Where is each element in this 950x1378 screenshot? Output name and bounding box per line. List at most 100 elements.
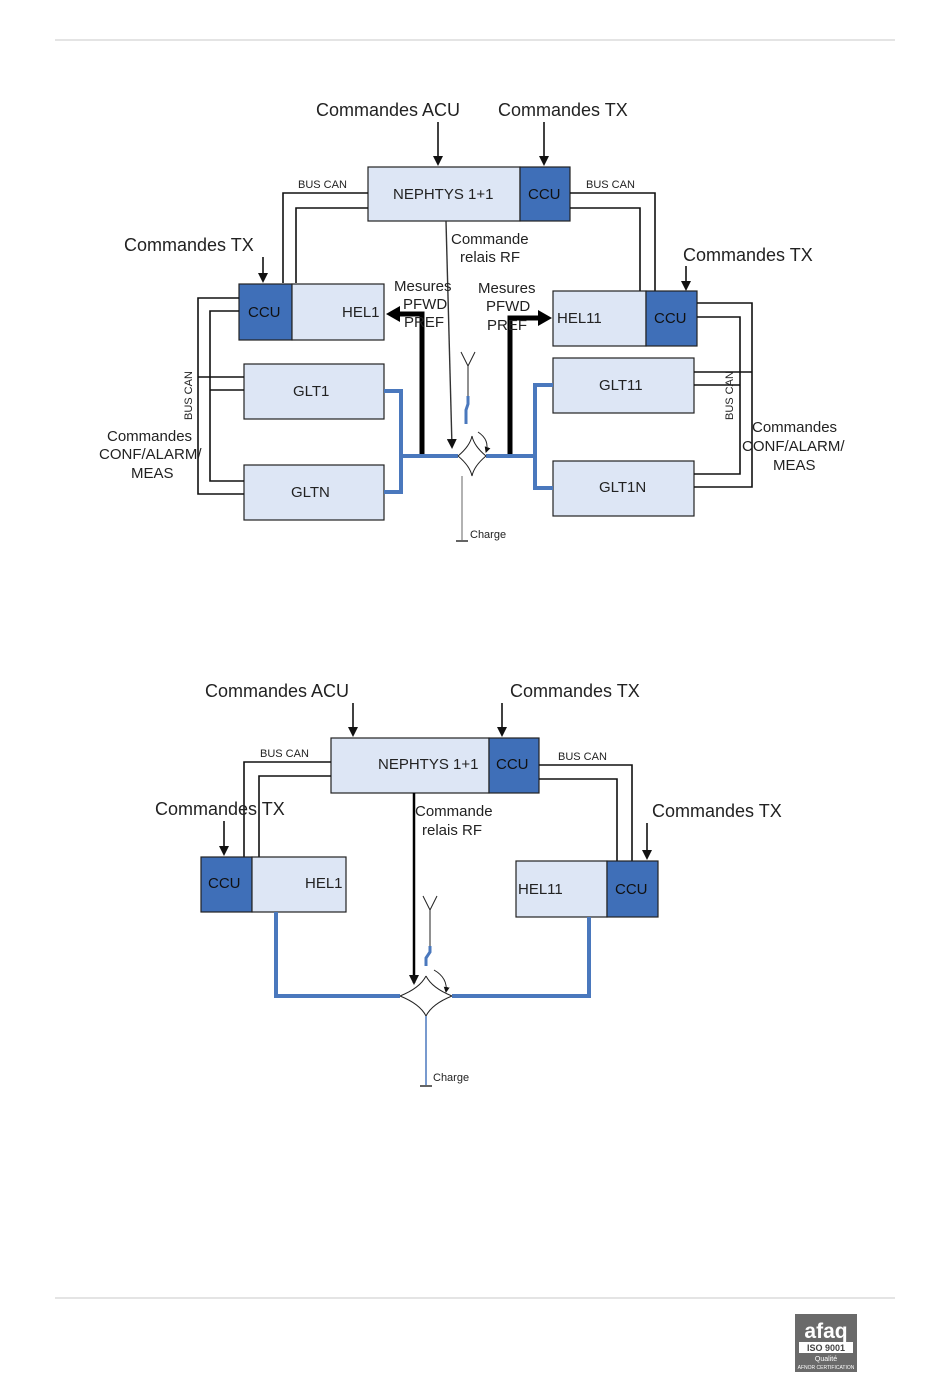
d1-mesures-left-l1: Mesures [394, 278, 452, 295]
d1-nephtys-label: NEPHTYS 1+1 [393, 186, 493, 203]
d2-rf-hel11 [452, 917, 591, 998]
d1-conf-left-l2: CONF/ALARM/ [99, 446, 202, 463]
d1-right-bus-bundle-b [694, 316, 741, 475]
d2-hel11-label: HEL11 [518, 881, 563, 898]
d1-conf-left-l1: Commandes [107, 428, 192, 445]
d1-cmd-acu-label: Commandes ACU [316, 100, 460, 120]
d1-ccu-right-label: CCU [654, 310, 687, 327]
d1-rf-switch [457, 435, 487, 477]
d1-glt1n-box [552, 460, 695, 517]
d1-conf-left-l3: MEAS [131, 465, 174, 482]
diagram-1: Commandes ACU Commandes TX NEPHTYS 1+1 C… [99, 100, 845, 542]
d1-ccu-right-box [645, 290, 698, 347]
d1-rf-switch-rotate [477, 431, 491, 453]
d1-ccu-left-label: CCU [248, 304, 281, 321]
d2-hel1-box [251, 856, 347, 913]
d1-ccu-top-box [519, 166, 571, 222]
d1-mesures-right-l1: Mesures [478, 280, 536, 297]
d1-bus-can-vert-left: BUS CAN [183, 371, 195, 420]
d1-left-bus-bundle-b [209, 310, 244, 482]
afaq-logo-quality: Qualité [815, 1356, 837, 1363]
d2-cmd-relais-line2: relais RF [422, 822, 482, 839]
d1-bus-can-vert-right: BUS CAN [724, 371, 736, 420]
d1-gltn-label: GLTN [291, 484, 330, 501]
d1-glt11-box [552, 357, 695, 414]
d2-ccu-top-box [488, 737, 540, 794]
d1-hel11-label: HEL11 [557, 310, 602, 327]
d1-mesures-left-l3: PREF [404, 314, 444, 331]
d2-ccu-right-box [606, 860, 659, 918]
d2-cmd-tx-right-label: Commandes TX [652, 801, 782, 821]
d1-left-bus-bundle [197, 297, 244, 495]
d1-rf-gltn [384, 456, 403, 494]
d2-ccu-left-box [200, 856, 253, 913]
d1-mesures-right-arrowhead [538, 310, 552, 326]
d1-cmd-tx-left-label: Commandes TX [124, 235, 254, 255]
d1-rf-glt1 [384, 389, 458, 458]
d1-charge-label: Charge [470, 529, 506, 541]
diagram-2: Commandes ACU Commandes TX NEPHTYS 1+1 C… [155, 681, 782, 1087]
d1-mesures-right-l2: PFWD [486, 298, 530, 315]
d1-rf-glt11 [486, 383, 553, 458]
d2-rf-switch-rotate [433, 969, 450, 993]
d2-cmd-tx-left-label: Commandes TX [155, 799, 285, 819]
d2-rf-switch [399, 975, 453, 1017]
d2-cmd-acu-label: Commandes ACU [205, 681, 349, 701]
d1-bus-can-right-wire-a [570, 192, 656, 291]
d2-rf-hel1 [274, 912, 400, 998]
afaq-logo-iso: ISO 9001 [807, 1343, 845, 1353]
d2-nephtys-label: NEPHTYS 1+1 [378, 756, 478, 773]
d2-hel1-label: HEL1 [305, 875, 343, 892]
d2-hel11-box [515, 860, 608, 918]
d1-bus-can-right-label: BUS CAN [586, 179, 635, 191]
afaq-logo: afaq ISO 9001 Qualité AFNOR CERTIFICATIO… [795, 1314, 857, 1372]
d2-cmd-relais-line1: Commande [415, 803, 493, 820]
d2-charge-label: Charge [433, 1072, 469, 1084]
d2-bus-can-right-wire-a [539, 764, 633, 861]
d2-bus-can-right-label: BUS CAN [558, 751, 607, 763]
d1-glt1-label: GLT1 [293, 383, 329, 400]
d1-bus-can-right-wire-b [570, 207, 641, 291]
d1-rf-glt1n [533, 456, 553, 490]
d1-conf-right-l3: MEAS [773, 457, 816, 474]
d2-ccu-left-label: CCU [208, 875, 241, 892]
d2-ccu-top-label: CCU [496, 756, 529, 773]
d2-bus-can-left-wire-a [243, 761, 331, 857]
d1-mesures-right-l3: PREF [487, 317, 527, 334]
d2-ccu-right-label: CCU [615, 881, 648, 898]
d1-gltn-box [243, 464, 385, 521]
d2-bus-can-left-label: BUS CAN [260, 748, 309, 760]
d1-nephtys-box [367, 166, 521, 222]
d1-hel1-box [291, 283, 385, 341]
afaq-logo-cert: AFNOR CERTIFICATION [798, 1365, 855, 1371]
d1-glt1-box [243, 363, 385, 420]
d1-bus-can-left-wire-b [295, 207, 368, 283]
d1-conf-right-l1: Commandes [752, 419, 837, 436]
d1-conf-right-l2: CONF/ALARM/ [742, 438, 845, 455]
d2-cmd-tx-top-label: Commandes TX [510, 681, 640, 701]
d1-hel1-label: HEL1 [342, 304, 380, 321]
d1-cmd-relais-line1: Commande [451, 231, 529, 248]
d1-cmd-relais-arrow [445, 220, 457, 449]
d2-antenna-feed [424, 946, 432, 966]
d2-antenna-icon [422, 895, 438, 912]
afaq-logo-iso-bg [799, 1342, 853, 1353]
d1-cmd-tx-top-label: Commandes TX [498, 100, 628, 120]
d1-mesures-right-path [507, 315, 538, 456]
d1-antenna-feed [464, 396, 470, 424]
d1-right-bus-bundle [694, 302, 753, 488]
afaq-logo-brand: afaq [804, 1320, 847, 1343]
d2-nephtys-box [330, 737, 490, 794]
d1-glt1n-label: GLT1N [599, 479, 646, 496]
d1-mesures-left-l2: PFWD [403, 296, 447, 313]
d2-bus-can-left-wire-b [258, 775, 331, 857]
d1-glt11-label: GLT11 [599, 377, 643, 394]
d1-antenna-icon [460, 351, 476, 368]
d1-bus-can-left-label: BUS CAN [298, 179, 347, 191]
d1-mesures-left-path [398, 311, 425, 456]
d1-mesures-left-arrowhead [386, 306, 400, 322]
d1-bus-can-left-wire-a [282, 192, 368, 283]
d1-cmd-relais-line2: relais RF [460, 249, 520, 266]
d2-bus-can-right-wire-b [539, 778, 618, 861]
